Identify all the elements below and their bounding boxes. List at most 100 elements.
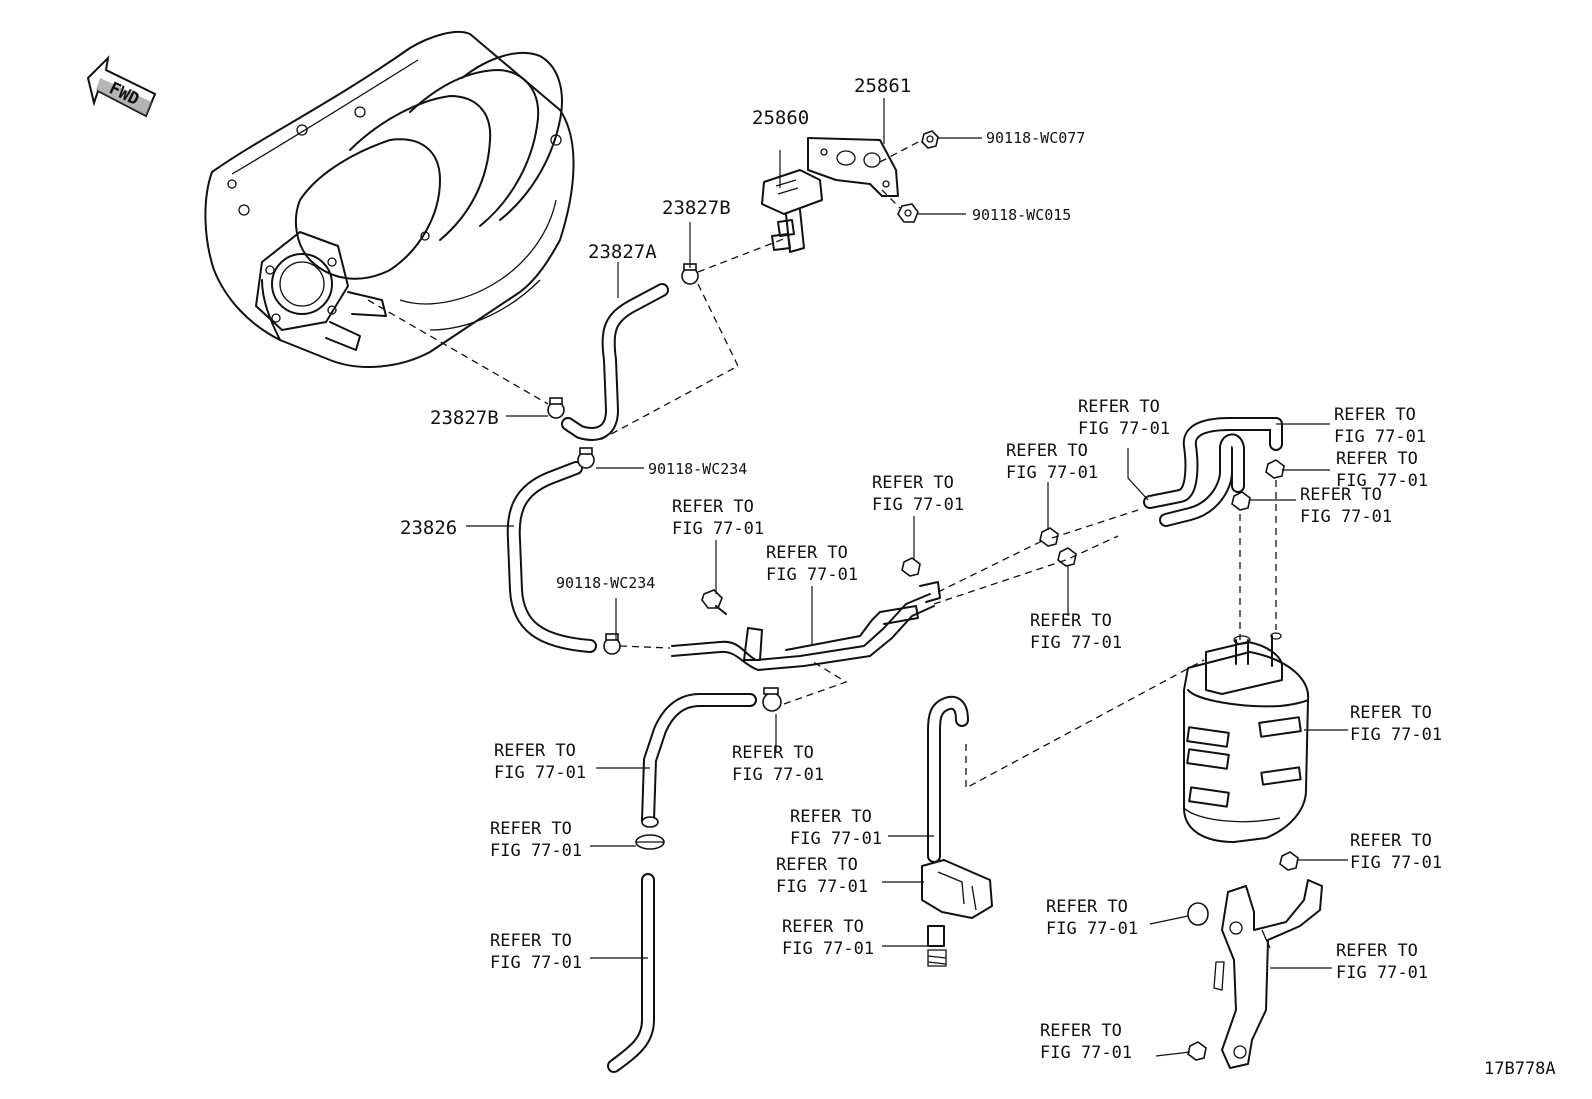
refer-line1: REFER TO [776, 855, 858, 875]
hose-clamp-band-icon [635, 816, 665, 850]
refer-line1: REFER TO [490, 819, 572, 839]
fwd-arrow-icon: FWD [86, 55, 157, 118]
refer-note-pipe-bolt: REFER TO FIG 77-01 [672, 497, 764, 539]
refer-line2: FIG 77-01 [1334, 427, 1426, 447]
refer-note-vent-valve: REFER TO FIG 77-01 [782, 917, 874, 959]
callout-90118-wc015: 90118-WC015 [972, 206, 1071, 224]
refer-note-bracket-nut-top: REFER TO FIG 77-01 [1350, 831, 1442, 873]
hose-left-bottom [607, 873, 655, 1073]
refer-line2: FIG 77-01 [1046, 919, 1138, 939]
clamp-23827b-left-icon [547, 397, 565, 419]
refer-note-canister: REFER TO FIG 77-01 [1350, 703, 1442, 745]
purge-pipe-assembly [671, 581, 941, 671]
refer-line1: REFER TO [1336, 449, 1418, 469]
hose-23826 [506, 461, 597, 653]
refer-line2: FIG 77-01 [1006, 463, 1098, 483]
refer-line1: REFER TO [782, 917, 864, 937]
bracket-nut-bottom-icon [1187, 1041, 1207, 1061]
bracket-nut-icon [921, 130, 939, 149]
clamp-lower-hose-icon [762, 687, 782, 712]
refer-line1: REFER TO [494, 741, 576, 761]
canister-bracket [1213, 879, 1323, 1069]
refer-line1: REFER TO [1030, 611, 1112, 631]
canister-clip-b-icon [1265, 459, 1285, 479]
refer-note-upper-hose: REFER TO FIG 77-01 [1078, 397, 1170, 439]
hose-center-bottom [927, 695, 969, 863]
pipe-bolt-icon [701, 589, 727, 615]
refer-note-grommet-a: REFER TO FIG 77-01 [1006, 441, 1098, 483]
refer-line1: REFER TO [1078, 397, 1160, 417]
hose-upper-right [1143, 417, 1283, 527]
refer-note-clip-a: REFER TO FIG 77-01 [1300, 485, 1392, 527]
refer-note-lower-hose: REFER TO FIG 77-01 [494, 741, 586, 783]
callout-23827b-left: 23827B [430, 407, 499, 429]
refer-line2: FIG 77-01 [766, 565, 858, 585]
refer-line2: FIG 77-01 [776, 877, 868, 897]
refer-line1: REFER TO [1336, 941, 1418, 961]
refer-line1: REFER TO [672, 497, 754, 517]
refer-note-center-hose: REFER TO FIG 77-01 [790, 807, 882, 849]
clamp-wc234-mid-icon [603, 633, 621, 655]
hose-left-lower [641, 693, 757, 827]
refer-line2: FIG 77-01 [1040, 1043, 1132, 1063]
vacuum-switching-valve [761, 169, 823, 253]
refer-line1: REFER TO [732, 743, 814, 763]
callout-90118-wc077: 90118-WC077 [986, 129, 1085, 147]
bracket-grommet-icon [1187, 902, 1209, 926]
figure-code: 17B778A [1484, 1059, 1556, 1079]
refer-line2: FIG 77-01 [494, 763, 586, 783]
refer-line2: FIG 77-01 [1336, 471, 1428, 491]
clamp-wc234-top-icon [577, 447, 595, 469]
callout-23827a: 23827A [588, 241, 657, 263]
refer-line1: REFER TO [766, 543, 848, 563]
refer-note-hose-end: REFER TO FIG 77-01 [1334, 405, 1426, 447]
vent-valve [927, 925, 947, 967]
refer-line2: FIG 77-01 [1350, 853, 1442, 873]
callout-90118-wc234-top: 90118-WC234 [648, 460, 747, 478]
refer-note-connector: REFER TO FIG 77-01 [776, 855, 868, 897]
refer-line1: REFER TO [1350, 703, 1432, 723]
refer-line2: FIG 77-01 [490, 953, 582, 973]
refer-note-bracket: REFER TO FIG 77-01 [1336, 941, 1428, 983]
refer-line2: FIG 77-01 [790, 829, 882, 849]
refer-line2: FIG 77-01 [490, 841, 582, 861]
assembly-dashed-lines [367, 237, 1277, 790]
refer-note-bracket-nut-bottom: REFER TO FIG 77-01 [1040, 1021, 1132, 1063]
grommet-a-icon [1039, 527, 1059, 547]
callout-23826: 23826 [400, 517, 457, 539]
callout-25860: 25860 [752, 107, 809, 129]
refer-line2: FIG 77-01 [1078, 419, 1170, 439]
refer-note-pipe-nut: REFER TO FIG 77-01 [872, 473, 964, 515]
hose-connector [921, 859, 993, 919]
refer-line2: FIG 77-01 [1350, 725, 1442, 745]
refer-note-clamp-band: REFER TO FIG 77-01 [490, 819, 582, 861]
hose-23827a [561, 283, 669, 441]
refer-line1: REFER TO [872, 473, 954, 493]
refer-line1: REFER TO [1334, 405, 1416, 425]
refer-line1: REFER TO [790, 807, 872, 827]
refer-line1: REFER TO [1006, 441, 1088, 461]
canister-clip-a-icon [1231, 491, 1251, 511]
refer-line2: FIG 77-01 [1300, 507, 1392, 527]
charcoal-canister [1183, 632, 1310, 843]
leader-lines [466, 98, 1348, 1057]
callout-90118-wc234-mid: 90118-WC234 [556, 574, 655, 592]
refer-line2: FIG 77-01 [782, 939, 874, 959]
refer-line2: FIG 77-01 [1030, 633, 1122, 653]
vsv-bracket [807, 137, 899, 197]
callout-23827b-top: 23827B [662, 197, 731, 219]
refer-line1: REFER TO [1040, 1021, 1122, 1041]
pipe-nut-icon [901, 557, 921, 577]
refer-note-bracket-grommet: REFER TO FIG 77-01 [1046, 897, 1138, 939]
bracket-bolt-icon [897, 203, 919, 223]
refer-line2: FIG 77-01 [1336, 963, 1428, 983]
refer-line2: FIG 77-01 [872, 495, 964, 515]
refer-line1: REFER TO [1046, 897, 1128, 917]
refer-line1: REFER TO [490, 931, 572, 951]
bracket-nut-top-icon [1279, 851, 1299, 871]
refer-note-clip-b: REFER TO FIG 77-01 [1336, 449, 1428, 491]
refer-note-pipe: REFER TO FIG 77-01 [766, 543, 858, 585]
refer-note-grommet-b: REFER TO FIG 77-01 [1030, 611, 1122, 653]
refer-line1: REFER TO [1300, 485, 1382, 505]
